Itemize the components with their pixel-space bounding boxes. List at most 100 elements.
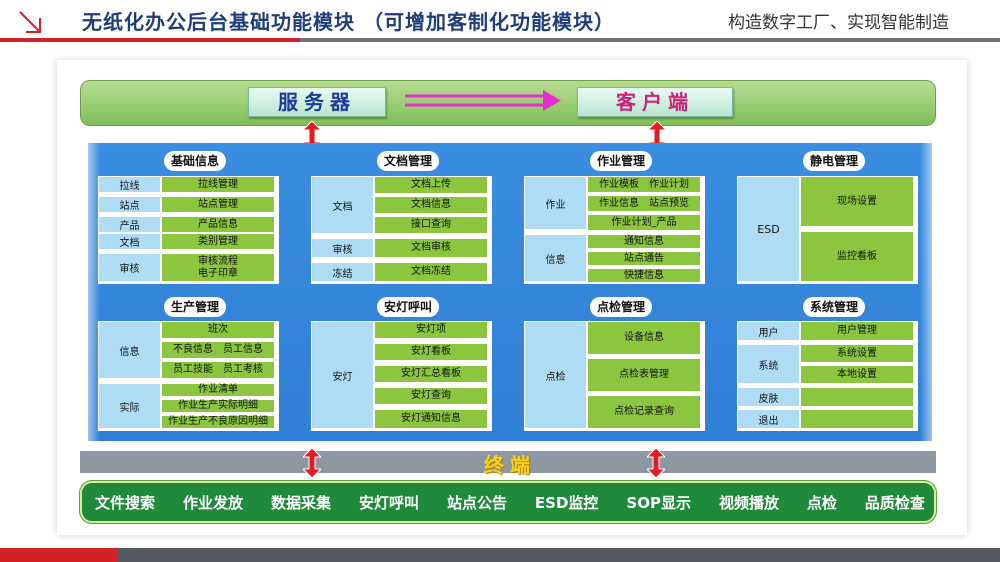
- function-text: 电子印章: [198, 267, 238, 279]
- module-title-job: 作业管理: [590, 151, 652, 171]
- module-title-basic-info: 基础信息: [164, 151, 226, 171]
- function-cell: 拉线管理: [161, 176, 275, 193]
- function-cell: 点检表管理: [587, 358, 701, 392]
- function-cell: 产品信息: [161, 216, 275, 233]
- row-label: 审核: [98, 253, 161, 282]
- module-esd: ESD 现场设置 监控看板: [737, 176, 918, 284]
- flow-arrow-icon: [405, 90, 561, 111]
- row-label: 作业: [524, 176, 587, 230]
- module-basic-info: 拉线 拉线管理 站点 站点管理 产品 产品信息 文档 类别管理 审核 审核流程 …: [98, 176, 279, 284]
- function-cell: 接口查询: [374, 216, 488, 234]
- module-title-andon: 安灯呼叫: [377, 297, 439, 317]
- function-cell: 设备信息: [587, 321, 701, 355]
- function-cell: 作业计划_产品: [587, 214, 701, 231]
- function-cell: 本地设置: [800, 365, 914, 384]
- row-label: 点检: [524, 321, 587, 429]
- feature-item: 作业发放: [182, 493, 243, 512]
- function-cell: 作业生产不良原因明细: [161, 415, 275, 429]
- terminal-features-band: [80, 481, 936, 523]
- module-system: 用户 用户管理 系统 系统设置 本地设置 皮肤 退出: [737, 321, 918, 431]
- function-cell: 作业模板 作业计划: [587, 176, 701, 193]
- module-title-esd: 静电管理: [803, 151, 865, 171]
- function-cell: 现场设置: [800, 176, 914, 227]
- function-cell: 作业清单: [161, 383, 275, 397]
- row-label: 退出: [737, 409, 800, 429]
- function-cell: 点检记录查询: [587, 395, 701, 429]
- module-job: 作业 作业模板 作业计划 作业信息 站点预览 作业计划_产品 信息 通知信息 站…: [524, 176, 705, 284]
- feature-item: 文件搜索: [95, 493, 156, 512]
- function-cell: 不良信息 员工信息: [161, 341, 275, 359]
- function-cell: 员工技能 员工考核: [161, 361, 275, 379]
- footer-bar-gray: [118, 548, 1000, 562]
- feature-item: 品质检查: [864, 493, 925, 512]
- function-cell: 作业信息 站点预览: [587, 195, 701, 212]
- function-cell: 通知信息: [587, 234, 701, 249]
- function-cell: 用户管理: [800, 321, 914, 341]
- function-cell: 文档上传: [374, 176, 488, 194]
- function-text: 审核流程: [198, 255, 238, 267]
- row-label: 信息: [98, 321, 161, 379]
- function-cell: 系统设置: [800, 344, 914, 363]
- function-cell: 监控看板: [800, 231, 914, 282]
- row-label: 安灯: [311, 321, 374, 429]
- function-cell: 安灯汇总看板: [374, 365, 488, 383]
- feature-item: SOP显示: [626, 493, 691, 512]
- footer-bar-red: [0, 548, 118, 562]
- feature-item: 点检: [806, 493, 837, 512]
- function-cell: 文档审核: [374, 238, 488, 258]
- function-cell: 作业生产实际明细: [161, 399, 275, 413]
- feature-item: 视频播放: [718, 493, 779, 512]
- module-title-system: 系统管理: [803, 297, 865, 317]
- double-arrow-icon: [647, 448, 665, 478]
- feature-item: ESD监控: [534, 493, 599, 512]
- server-box: 服务器: [248, 87, 386, 117]
- function-cell: 站点管理: [161, 196, 275, 213]
- row-label: 文档: [98, 233, 161, 250]
- function-cell: [800, 387, 914, 407]
- function-cell: 审核流程 电子印章: [161, 253, 275, 282]
- function-cell: 班次: [161, 321, 275, 339]
- row-label: 拉线: [98, 176, 161, 193]
- function-cell: [800, 409, 914, 429]
- row-label: ESD: [737, 176, 800, 282]
- module-document: 文档 文档上传 文档信息 接口查询 审核 文档审核 冻结 文档冻结: [311, 176, 492, 284]
- row-label: 实际: [98, 383, 161, 429]
- module-title-production: 生产管理: [164, 297, 226, 317]
- row-label: 系统: [737, 344, 800, 384]
- server-client-band: [80, 80, 936, 126]
- module-title-inspection: 点检管理: [590, 297, 652, 317]
- function-cell: 安灯看板: [374, 343, 488, 361]
- row-label: 冻结: [311, 262, 374, 282]
- header-divider-red: [0, 38, 300, 42]
- function-cell: 站点通告: [587, 251, 701, 266]
- row-label: 皮肤: [737, 387, 800, 407]
- function-cell: 安灯通知信息: [374, 409, 488, 429]
- feature-item: 站点公告: [446, 493, 507, 512]
- slogan: 构造数字工厂、实现智能制造: [728, 13, 949, 33]
- row-label: 审核: [311, 238, 374, 258]
- module-inspection: 点检 设备信息 点检表管理 点检记录查询: [524, 321, 705, 431]
- row-label: 信息: [524, 234, 587, 282]
- row-label: 用户: [737, 321, 800, 341]
- function-cell: 安灯查询: [374, 387, 488, 405]
- terminal-features: 文件搜索 作业发放 数据采集 安灯呼叫 站点公告 ESD监控 SOP显示 视频播…: [95, 481, 925, 523]
- row-label: 站点: [98, 196, 161, 213]
- page-title: 无纸化办公后台基础功能模块 （可增加客制化功能模块）: [82, 10, 615, 34]
- corner-arrow-icon: [19, 11, 41, 33]
- function-cell: 安灯项: [374, 321, 488, 339]
- row-label: 产品: [98, 216, 161, 233]
- client-box: 客户端: [577, 87, 733, 117]
- function-cell: 文档冻结: [374, 262, 488, 282]
- function-cell: 类别管理: [161, 233, 275, 250]
- feature-item: 安灯呼叫: [358, 493, 419, 512]
- terminal-band: [80, 451, 936, 473]
- function-cell: 快捷信息: [587, 268, 701, 283]
- function-cell: 文档信息: [374, 196, 488, 214]
- module-title-document: 文档管理: [377, 151, 439, 171]
- module-production: 信息 班次 不良信息 员工信息 员工技能 员工考核 实际 作业清单 作业生产实际…: [98, 321, 279, 431]
- module-andon: 安灯 安灯项 安灯看板 安灯汇总看板 安灯查询 安灯通知信息: [311, 321, 492, 431]
- header-divider-gray: [300, 38, 1000, 42]
- double-arrow-icon: [303, 448, 321, 478]
- terminal-label: 终端: [484, 453, 536, 477]
- row-label: 文档: [311, 176, 374, 234]
